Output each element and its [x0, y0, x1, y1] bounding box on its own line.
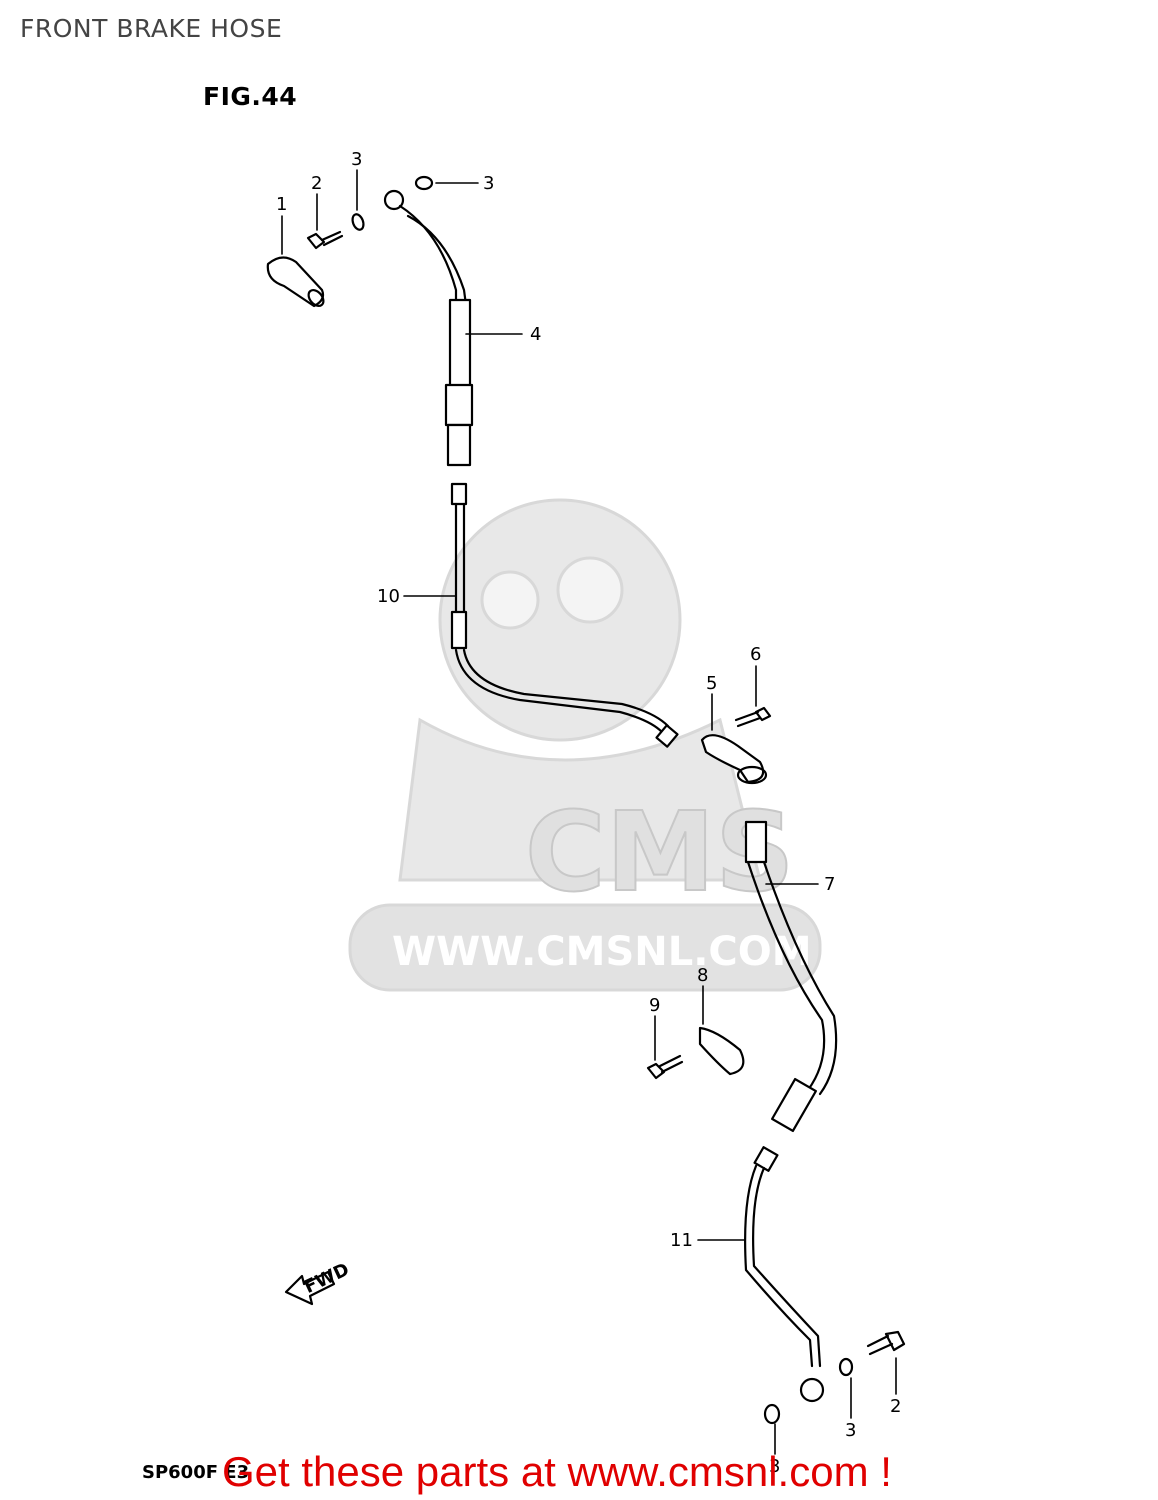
callout-3-bottom-b: 3 [769, 1456, 780, 1477]
cms-watermark: CMS WWW.CMSNL.COM [348, 498, 822, 992]
part-11-brake-pipe-lower [744, 1146, 825, 1403]
part-3-washer-bottom-b [763, 1403, 781, 1425]
callout-3-top-b: 3 [483, 173, 494, 194]
callout-4: 4 [530, 324, 541, 345]
model-label: SP600F E3 [142, 1462, 250, 1483]
part-1-cap [266, 256, 325, 308]
watermark-mascot-body [398, 717, 762, 882]
part-9-bolt [646, 1054, 684, 1080]
part-8-clamp [698, 1026, 745, 1076]
cta-link[interactable]: Get these parts at www.cmsnl.com ! [222, 1448, 892, 1495]
callout-1: 1 [276, 194, 287, 215]
callout-3-top-a: 3 [351, 149, 362, 170]
callout-3-bottom-a: 3 [845, 1420, 856, 1441]
callout-10: 10 [377, 586, 400, 607]
callout-2-bottom: 2 [890, 1396, 901, 1417]
callout-numbers: 1 2 3 3 4 10 5 6 7 8 9 11 2 3 3 [276, 149, 901, 1477]
page-title: FRONT BRAKE HOSE [20, 14, 283, 43]
figure-label: FIG.44 [203, 82, 298, 111]
part-2-bolt-bottom [866, 1330, 906, 1356]
watermark-banner [348, 903, 822, 992]
fwd-arrow-label: FWD [301, 1259, 353, 1298]
part-6-bolt [734, 706, 772, 728]
callout-7: 7 [824, 874, 835, 895]
part-3-washer-bottom-a [838, 1357, 854, 1377]
callout-2-top: 2 [311, 173, 322, 194]
leader-lines [281, 169, 897, 1455]
callout-11: 11 [670, 1230, 693, 1251]
part-4-brake-hose [383, 189, 474, 467]
part-10-brake-pipe [450, 482, 679, 748]
part-7-brake-hose-lower [744, 820, 838, 1133]
callout-9: 9 [649, 995, 660, 1016]
callout-5: 5 [706, 673, 717, 694]
part-3-washer-top-b [414, 175, 434, 191]
part-5-clamp [700, 734, 768, 785]
callout-6: 6 [750, 644, 761, 665]
watermark-url-text: WWW.CMSNL.COM [392, 929, 812, 975]
part-3-washer-top-a [351, 213, 365, 231]
watermark-mascot-eye-right [556, 556, 624, 624]
part-2-bolt-top [306, 230, 344, 250]
fwd-arrow-icon [284, 1270, 336, 1306]
callout-8: 8 [697, 965, 708, 986]
watermark-mascot-eye-left [480, 570, 540, 630]
watermark-mascot-head [438, 498, 682, 742]
